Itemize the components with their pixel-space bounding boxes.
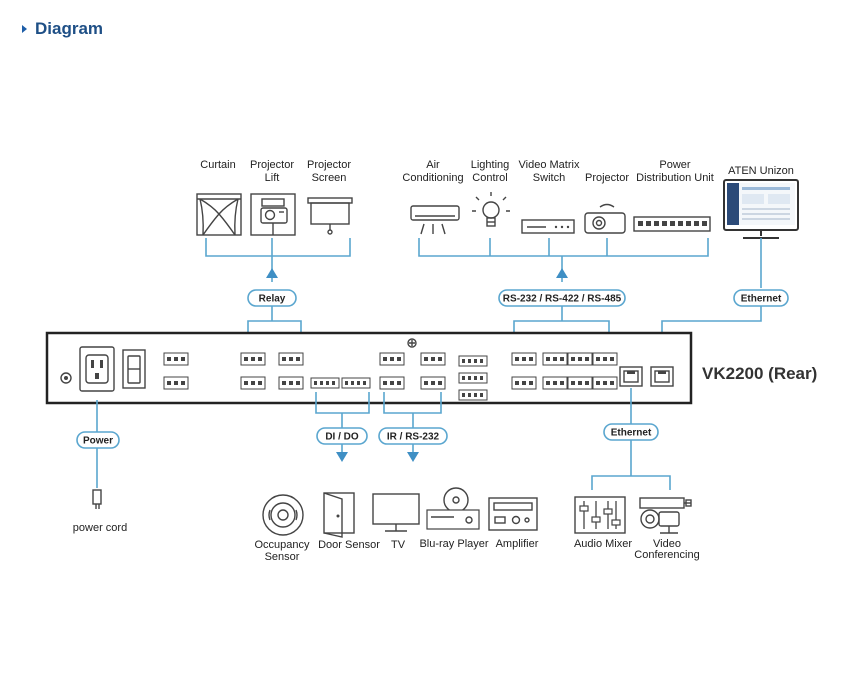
curtain-label: Curtain	[200, 159, 235, 171]
occupancy-sensor-label-2: Sensor	[265, 551, 300, 563]
svg-text:IR / RS-232: IR / RS-232	[387, 432, 440, 443]
pdu-label-1: Power	[659, 159, 691, 171]
video-conferencing-label-1: Video	[653, 538, 681, 550]
amplifier-icon	[488, 497, 538, 531]
diagram-header: Diagram	[22, 19, 103, 39]
tv-icon	[372, 493, 420, 532]
projector-screen-label-2: Screen	[312, 172, 347, 184]
page-title: Diagram	[35, 19, 104, 38]
serial-pill: RS-232 / RS-422 / RS-485	[498, 289, 626, 307]
curtain-icon	[196, 193, 242, 236]
audio-mixer-label: Audio Mixer	[574, 538, 632, 550]
pdu-label-2: Distribution Unit	[636, 172, 714, 184]
ethernet-bottom-pill: Ethernet	[603, 423, 659, 441]
power-inlet-icon	[79, 346, 115, 392]
projector-lift-icon	[250, 193, 296, 236]
svg-text:RS-232 / RS-422 / RS-485: RS-232 / RS-422 / RS-485	[503, 294, 622, 305]
power-cord-label: power cord	[73, 522, 127, 534]
ir-pill: IR / RS-232	[378, 427, 448, 445]
video-matrix-switch-icon	[521, 219, 575, 234]
power-switch-icon	[122, 349, 146, 389]
projector-lift-label-1: Projector	[250, 159, 294, 171]
vk2200-rear-panel	[45, 331, 693, 405]
ground-screw-icon	[60, 372, 72, 384]
projector-label: Projector	[585, 172, 629, 184]
power-pill: Power	[76, 431, 120, 449]
air-conditioning-label-2: Conditioning	[402, 172, 463, 184]
occupancy-sensor-label-1: Occupancy	[254, 539, 310, 551]
triangle-bullet-icon	[22, 24, 27, 33]
relay-pill: Relay	[247, 289, 297, 307]
ethernet-port-1-icon	[619, 366, 643, 387]
tv-label: TV	[391, 539, 406, 551]
projector-screen-label-1: Projector	[307, 159, 351, 171]
video-conferencing-label-2: Conferencing	[634, 549, 699, 561]
svg-text:Ethernet: Ethernet	[611, 428, 652, 439]
bluray-player-label: Blu-ray Player	[419, 538, 488, 550]
air-conditioning-label-1: Air	[426, 159, 440, 171]
screw-icon	[407, 338, 417, 348]
audio-mixer-icon	[574, 496, 626, 534]
bluray-player-icon	[426, 487, 480, 530]
aten-unizon-label: ATEN Unizon	[728, 165, 794, 177]
amplifier-label: Amplifier	[496, 538, 539, 550]
door-sensor-icon	[323, 492, 355, 538]
video-matrix-label-1: Video Matrix	[519, 159, 580, 171]
dido-pill: DI / DO	[316, 427, 368, 445]
svg-text:Power: Power	[83, 436, 113, 447]
lighting-control-label-2: Control	[472, 172, 507, 184]
projector-icon	[584, 203, 626, 234]
projector-lift-label-2: Lift	[265, 172, 280, 184]
ethernet-top-pill: Ethernet	[733, 289, 789, 307]
device-label: VK2200 (Rear)	[702, 364, 817, 383]
light-bulb-icon	[472, 192, 510, 227]
lighting-control-label-1: Lighting	[471, 159, 510, 171]
dido-bus	[315, 392, 370, 462]
video-matrix-label-2: Switch	[533, 172, 565, 184]
air-conditioner-icon	[410, 205, 460, 235]
ir-bus	[383, 392, 442, 462]
occupancy-sensor-icon	[262, 494, 304, 536]
svg-text:DI / DO: DI / DO	[325, 432, 359, 443]
svg-text:Ethernet: Ethernet	[741, 294, 782, 305]
ethernet-port-2-icon	[650, 366, 674, 387]
bottom-device-labels: power cord Occupancy Sensor Door Sensor …	[73, 522, 700, 563]
pdu-icon	[633, 216, 711, 232]
monitor-icon	[723, 179, 799, 239]
door-sensor-label: Door Sensor	[318, 539, 380, 551]
svg-text:Relay: Relay	[259, 294, 286, 305]
projector-screen-icon	[307, 197, 353, 235]
video-conferencing-icon	[639, 497, 692, 534]
top-device-labels: Curtain Projector Lift Projector Screen …	[200, 159, 794, 184]
power-cord-icon	[92, 489, 102, 509]
ethernet-bottom-bus	[591, 388, 671, 490]
